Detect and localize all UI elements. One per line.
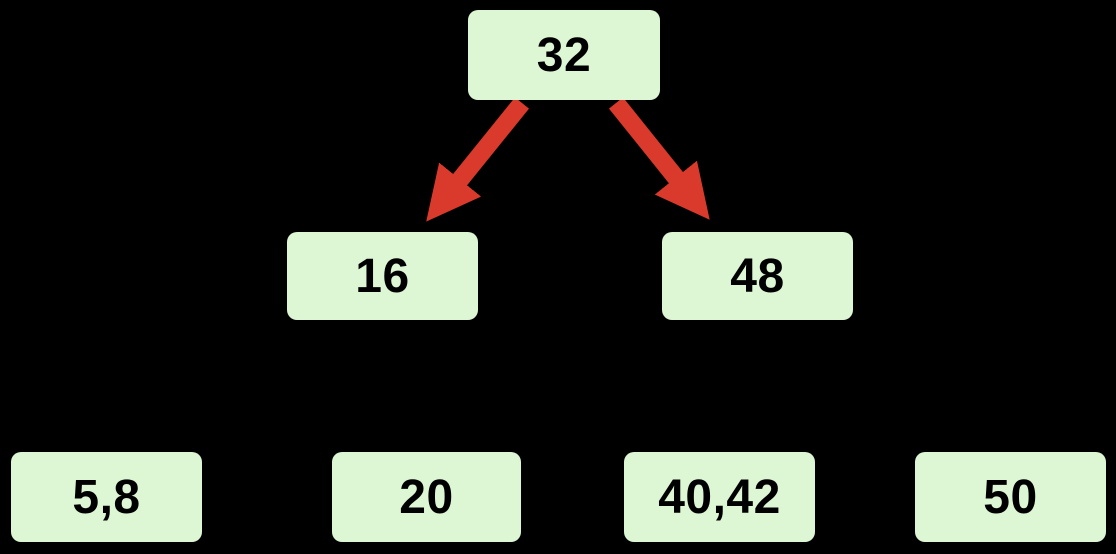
tree-leaf-50: 50 <box>915 452 1106 542</box>
tree-node-root-label: 32 <box>536 28 592 82</box>
tree-leaf-40-42-label: 40,42 <box>658 470 781 524</box>
tree-leaf-40-42: 40,42 <box>624 452 815 542</box>
tree-leaf-5-8-label: 5,8 <box>72 470 141 524</box>
tree-leaf-20: 20 <box>332 452 521 542</box>
arrow-root-to-16 <box>426 97 530 222</box>
tree-node-16-label: 16 <box>355 249 410 303</box>
arrow-root-to-48 <box>608 97 710 220</box>
tree-leaf-50-label: 50 <box>983 470 1038 524</box>
tree-leaf-5-8: 5,8 <box>11 452 202 542</box>
tree-node-48-label: 48 <box>730 249 785 303</box>
tree-node-root: 32 <box>468 10 660 100</box>
tree-leaf-20-label: 20 <box>399 470 454 524</box>
tree-node-48: 48 <box>662 232 853 320</box>
tree-node-16: 16 <box>287 232 478 320</box>
